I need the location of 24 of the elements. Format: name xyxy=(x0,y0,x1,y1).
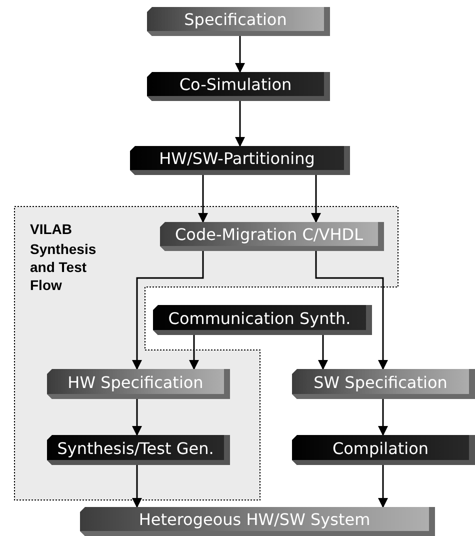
process-box: Compilation xyxy=(292,435,475,465)
arrow xyxy=(132,251,204,370)
arrow xyxy=(235,36,245,73)
process-box: Specification xyxy=(147,7,330,36)
process-box: Heterogeous HW/SW System xyxy=(80,507,435,536)
process-box: Synthesis/Test Gen. xyxy=(47,435,230,465)
arrow xyxy=(311,175,321,223)
process-box: Communication Synth. xyxy=(153,305,372,335)
arrow xyxy=(315,251,388,370)
region-title: VILAB xyxy=(30,220,72,238)
region-subtitle: Synthesis and Test Flow xyxy=(30,240,98,294)
arrow xyxy=(189,335,199,370)
process-box: HW/SW-Partitioning xyxy=(130,146,350,175)
arrow xyxy=(198,175,208,223)
process-box: HW Specification xyxy=(47,369,230,399)
arrow xyxy=(378,465,388,508)
process-box: Co-Simulation xyxy=(147,72,330,101)
arrow xyxy=(132,465,142,508)
process-box: Code-Migration C/VHDL xyxy=(160,222,384,251)
process-box: SW Specification xyxy=(292,369,475,399)
arrow xyxy=(318,335,328,370)
arrow xyxy=(378,399,388,436)
arrow xyxy=(132,399,142,436)
arrow xyxy=(235,101,245,147)
